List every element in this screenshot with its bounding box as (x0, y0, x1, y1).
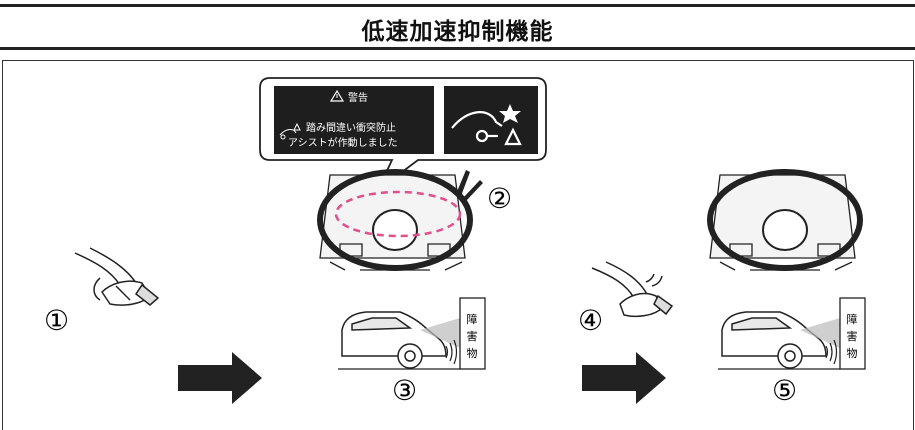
warning-header: 警告 (348, 91, 368, 104)
title-rule-bottom (0, 47, 915, 50)
obstacle-2-char-2: 害 (847, 329, 858, 343)
sensor-beam-1 (420, 318, 460, 348)
sensor-beam-2 (800, 318, 840, 348)
warning-line-2: アシストが作動しました (288, 136, 398, 149)
obstacle-1-char-1: 障 (467, 312, 478, 326)
obstacle-2-char-1: 障 (847, 312, 858, 326)
car-front-icon (341, 311, 447, 369)
step-4-label: ④ (578, 304, 603, 337)
step-2-label: ② (487, 182, 512, 215)
step-1-label: ① (44, 304, 69, 337)
car-front-icon-2 (721, 311, 827, 369)
collision-warning-small-icon (279, 122, 301, 140)
obstacle-1-char-3: 物 (467, 346, 478, 360)
warning-display (274, 86, 434, 154)
step-5-label: ⑤ (772, 374, 797, 407)
alert-beep-icon (456, 170, 483, 201)
title-bar: 低速加速抑制機能 (0, 0, 915, 52)
foot-releasing-pedal-icon (591, 261, 674, 318)
warning-triangle-icon (329, 89, 345, 102)
diagram-panel (2, 60, 914, 430)
sensor-wave-icon-2 (825, 339, 838, 365)
foot-pressing-pedal-icon (74, 247, 160, 306)
obstacle-2-char-3: 物 (847, 346, 858, 360)
obstacle-1 (459, 297, 486, 370)
collision-warning-icon (451, 104, 522, 146)
dashboard-illustration-2 (707, 169, 863, 271)
title-rule-top (0, 4, 915, 7)
warning-line-1: 踏み間違い衝突防止 (306, 121, 396, 134)
dashboard-illustration (317, 169, 473, 271)
page-title: 低速加速抑制機能 (361, 19, 554, 45)
sensor-wave-icon-1 (445, 339, 458, 365)
obstacle-2 (839, 297, 866, 370)
arrow-right-2-icon (582, 352, 666, 404)
highlighted-meter-area (334, 190, 462, 238)
step-3-label: ③ (392, 374, 417, 407)
arrow-right-1-icon (178, 352, 262, 404)
obstacle-1-char-2: 害 (467, 329, 478, 343)
